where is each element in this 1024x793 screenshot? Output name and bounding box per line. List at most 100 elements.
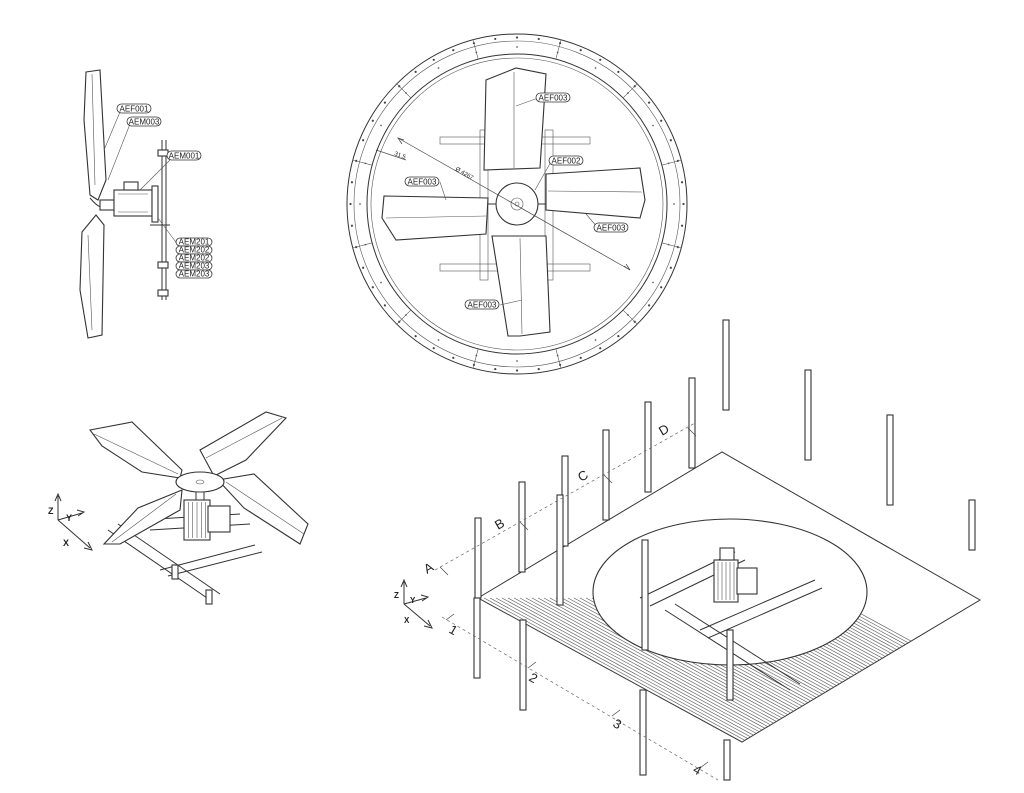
deck-post bbox=[804, 369, 812, 461]
ring-seam bbox=[352, 159, 373, 166]
ring-seam bbox=[555, 348, 562, 369]
bolt-hole bbox=[537, 367, 540, 371]
grid-number-4: 4 bbox=[691, 762, 705, 779]
iso-fan-view: Z Y X bbox=[48, 411, 309, 605]
bolt-hole bbox=[660, 119, 663, 122]
ring-seam bbox=[661, 159, 682, 166]
hub bbox=[495, 182, 539, 226]
bolt-hole-inner bbox=[516, 360, 518, 362]
deck-post bbox=[644, 401, 652, 493]
deck-plank bbox=[478, 597, 641, 742]
callout-aem202-b: AEM202 bbox=[179, 254, 210, 263]
bolt-hole bbox=[617, 70, 620, 74]
deck-post-leg bbox=[723, 739, 731, 781]
deck-plank bbox=[478, 597, 545, 742]
bolt-hole bbox=[414, 70, 417, 74]
top-view: 31.5 Ø 4267 AEF003 AEF002 AEF003 AEF003 … bbox=[346, 33, 688, 375]
iso-hub bbox=[175, 471, 225, 493]
deck-plank bbox=[513, 597, 779, 742]
bolt-hole bbox=[452, 49, 455, 52]
bolt-hole bbox=[669, 139, 672, 142]
deck-axis-y-label: Y bbox=[410, 596, 416, 605]
deck-post bbox=[518, 481, 526, 573]
grid-tick bbox=[519, 521, 529, 531]
bolt-hole bbox=[362, 266, 365, 269]
deck-post bbox=[968, 499, 976, 551]
callout-aef003-bottom: AEF003 bbox=[468, 301, 497, 310]
bolt-hole-inner bbox=[437, 67, 440, 69]
grid-tick bbox=[439, 566, 449, 576]
bolt-hole-inner bbox=[594, 339, 597, 341]
grid-letter-b: B bbox=[492, 515, 507, 532]
deck-plank bbox=[483, 597, 749, 742]
bolt-hole bbox=[432, 347, 435, 350]
ring-segment-seams bbox=[352, 39, 682, 369]
deck-plank bbox=[831, 597, 980, 742]
grid-tick bbox=[603, 474, 613, 484]
deck-axis-z-label: Z bbox=[394, 591, 399, 600]
blade-right bbox=[545, 167, 646, 219]
deck-plank bbox=[478, 597, 623, 742]
callout-aem202: AEM202 bbox=[179, 246, 210, 255]
deck-plank bbox=[495, 597, 761, 742]
deck-post-leg bbox=[519, 619, 527, 711]
bolt-hole bbox=[599, 58, 602, 61]
deck-post-leg bbox=[473, 597, 481, 679]
axis-y-label: Y bbox=[66, 513, 72, 523]
grid-letter-c: C bbox=[575, 467, 591, 485]
iso-motor-fins bbox=[188, 502, 206, 538]
grid-letter-a: A bbox=[421, 559, 436, 576]
ring-seam bbox=[622, 309, 638, 325]
ring-outer bbox=[346, 33, 688, 375]
blade-left bbox=[381, 195, 489, 241]
iso-deck-axes: Z Y X bbox=[394, 578, 433, 629]
bolt-hole bbox=[349, 202, 352, 206]
callout-aem201: AEM201 bbox=[179, 238, 210, 247]
ring-seam bbox=[622, 83, 638, 99]
bolt-hole bbox=[682, 202, 685, 206]
deck-plank bbox=[478, 597, 605, 742]
deck-post bbox=[474, 517, 482, 599]
deck-plank bbox=[478, 597, 533, 742]
deck-post bbox=[688, 377, 696, 469]
deck-plank bbox=[501, 597, 767, 742]
deck-post bbox=[602, 429, 610, 521]
callout-aef003-right: AEF003 bbox=[597, 224, 626, 233]
grid-number-2: 2 bbox=[527, 670, 541, 687]
bolt-hole bbox=[350, 181, 354, 184]
deck-plank bbox=[478, 597, 503, 742]
bolt-hole-inner bbox=[652, 124, 654, 127]
grid-tick bbox=[699, 761, 709, 769]
axis-x-label: X bbox=[63, 538, 69, 548]
bolt-hole bbox=[579, 356, 582, 359]
deck-plank bbox=[478, 597, 557, 742]
deck-plank bbox=[543, 597, 809, 742]
axis-z-label: Z bbox=[48, 506, 54, 516]
grid-tick bbox=[527, 661, 537, 669]
ring-seam bbox=[396, 83, 412, 99]
deck-plank bbox=[549, 597, 815, 742]
deck-plank bbox=[478, 597, 587, 742]
bolt-hole bbox=[669, 266, 672, 269]
bolt-hole bbox=[371, 119, 374, 122]
bolt-hole-inner bbox=[594, 67, 597, 69]
deck-plank bbox=[531, 597, 797, 742]
bolt-hole bbox=[515, 36, 519, 39]
bolt-hole-inner bbox=[652, 281, 654, 284]
side-view: AEF001 AEM003 AEM001 AEM201 AEM202 AEM20… bbox=[79, 69, 213, 339]
deck-plank bbox=[478, 597, 527, 742]
deck-plank bbox=[478, 597, 617, 742]
deck-plank bbox=[478, 597, 635, 742]
bolt-hole bbox=[617, 334, 620, 338]
ring-inner bbox=[366, 53, 668, 355]
bolt-hole bbox=[660, 286, 663, 289]
bolt-hole bbox=[371, 286, 374, 289]
bolt-hole bbox=[362, 139, 365, 142]
deck-plank bbox=[478, 597, 599, 742]
grid-tick bbox=[611, 709, 621, 717]
bolt-hole-inner bbox=[380, 281, 382, 284]
callout-aef001: AEF001 bbox=[120, 105, 149, 114]
deck-plank bbox=[478, 597, 509, 742]
deck-plank bbox=[478, 597, 593, 742]
